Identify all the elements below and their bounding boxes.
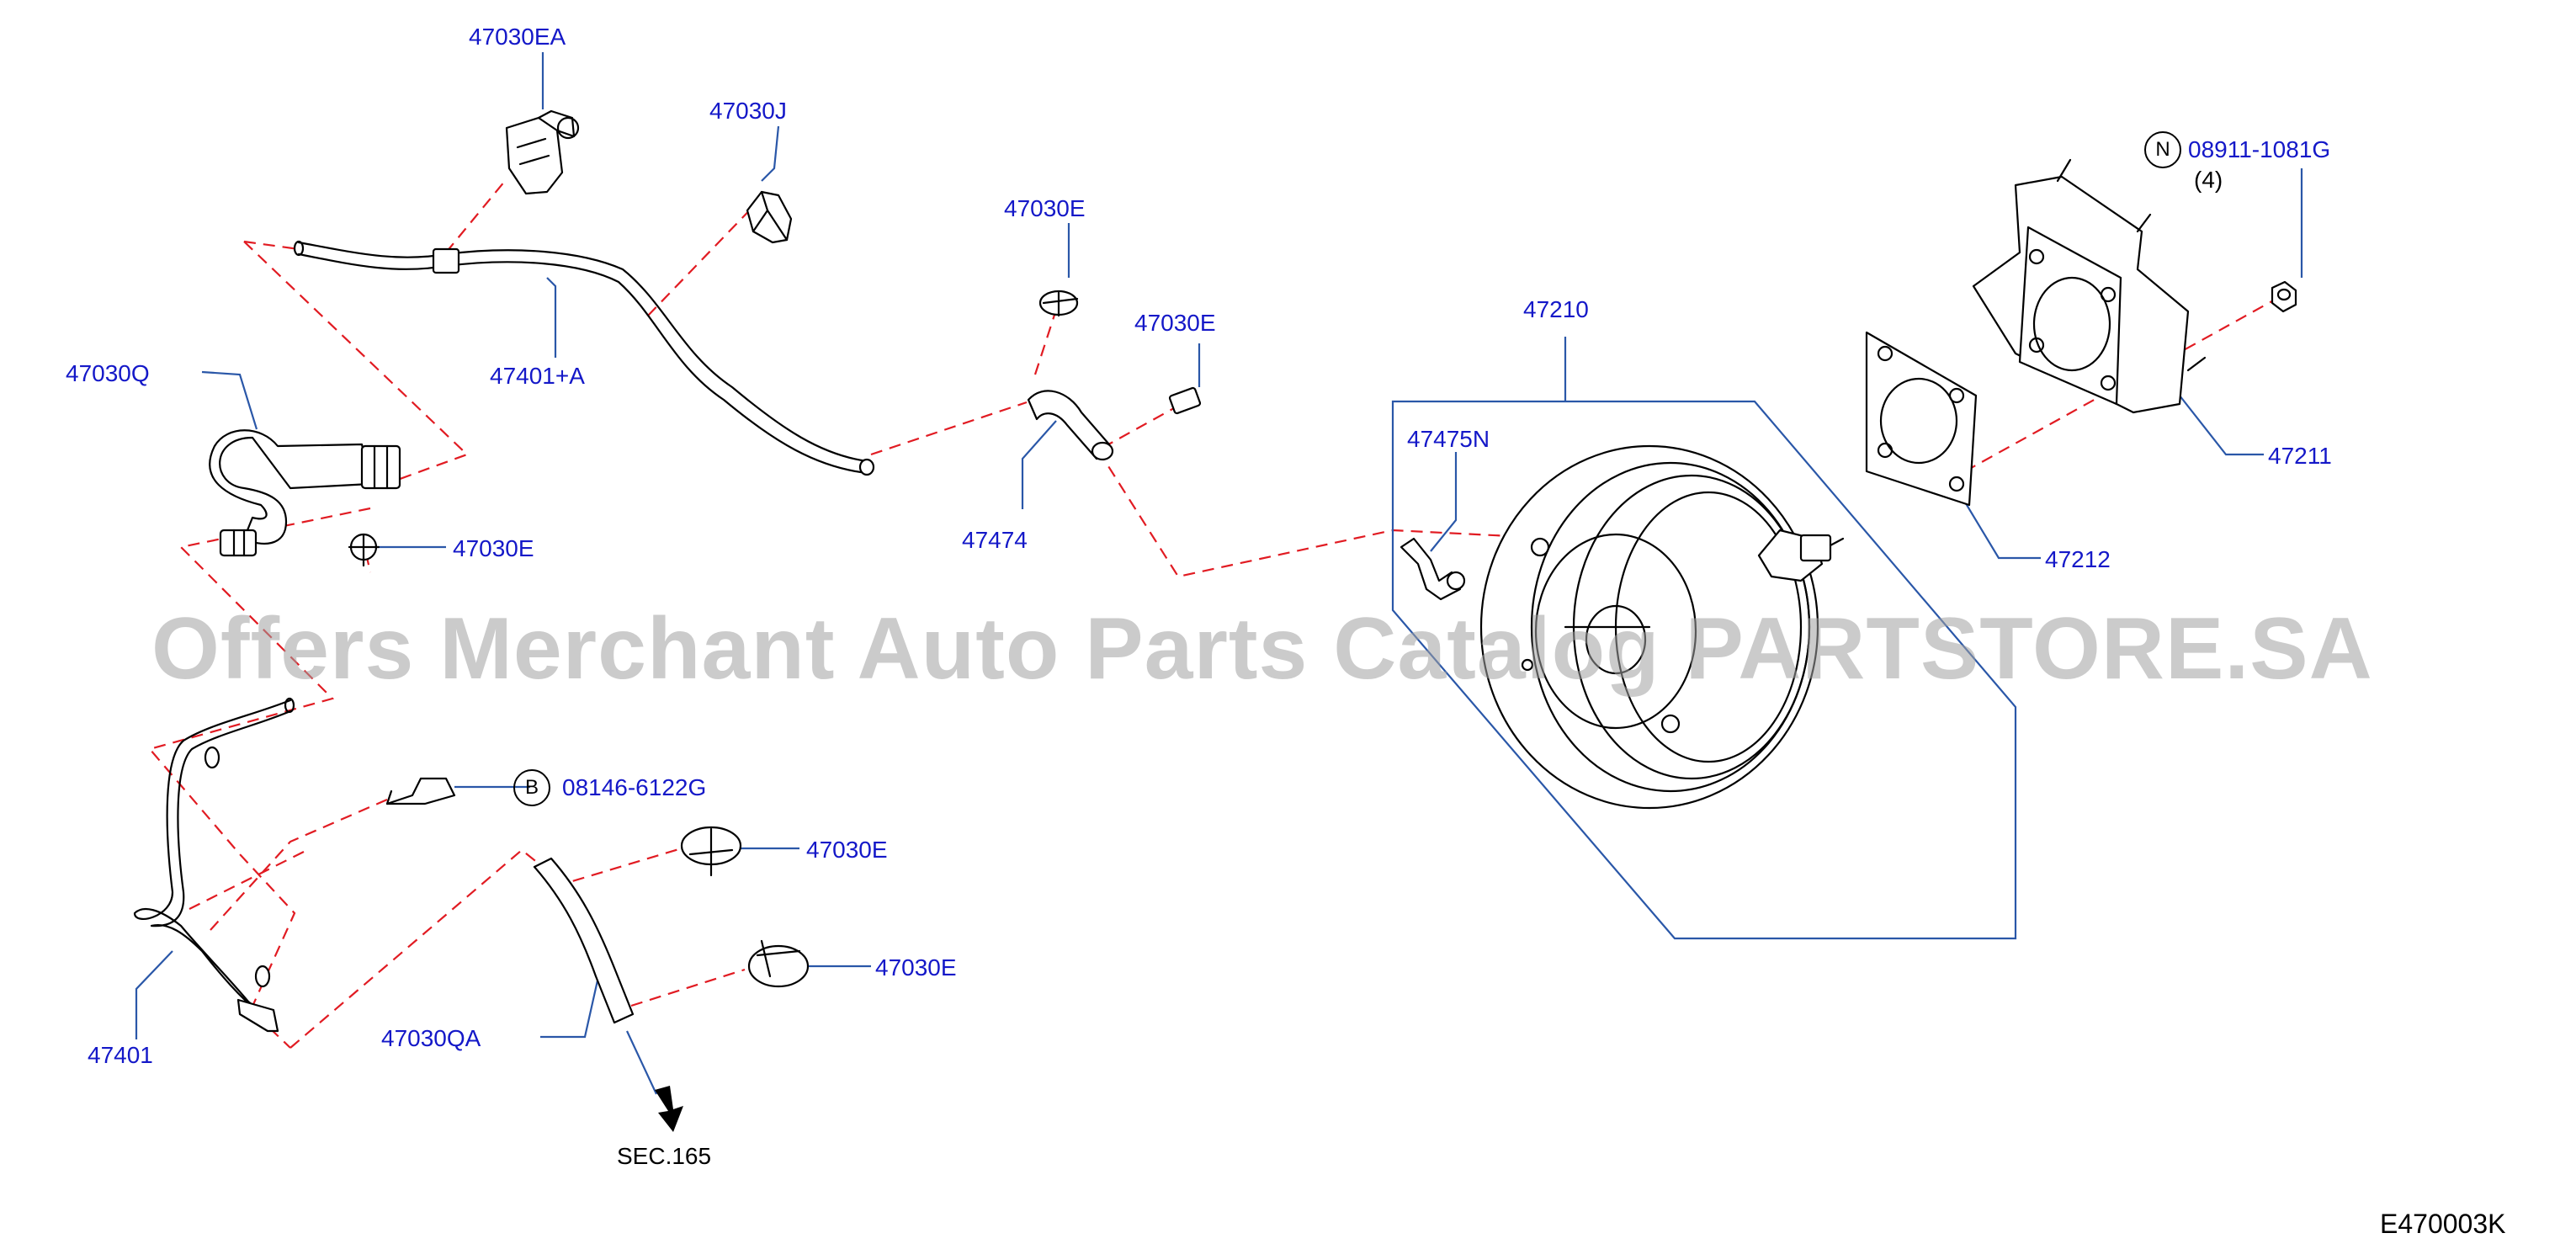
arrow-sec165 [655,1086,683,1132]
gasket-47212 [1865,331,1978,507]
label-47475N[interactable]: 47475N [1407,426,1490,452]
hose-47474 [1027,390,1114,461]
label-47030E-lower-2[interactable]: 47030E [875,954,957,981]
label-47030QA[interactable]: 47030QA [381,1025,481,1051]
label-47030J[interactable]: 47030J [709,98,787,124]
brake-booster-47210 [1479,444,1845,810]
nut-callout-mark: N [2144,131,2181,168]
tube-47401 [133,697,295,1033]
label-47030E-right[interactable]: 47030E [1134,310,1216,336]
hose-47030QA [533,857,635,1024]
fitting-47030E-right [1168,386,1202,415]
label-08146[interactable]: 08146-6122G [562,774,707,800]
clip-47030E-lower-2 [747,939,810,988]
clip-47030E-lower-q [348,533,380,567]
connector-47030EA [505,109,580,195]
label-47030E-lower-1[interactable]: 47030E [806,837,888,863]
clip-47030J [746,190,793,244]
label-47401[interactable]: 47401 [88,1042,153,1068]
hose-47401A [293,240,875,476]
label-47211[interactable]: 47211 [2268,443,2332,469]
label-08911[interactable]: 08911-1081G [2188,136,2331,162]
label-47030EA[interactable]: 47030EA [469,24,566,50]
clip-47030E-lower-1 [680,826,742,877]
bolt-callout-mark: B [513,769,550,806]
leader-lines [135,52,2303,1095]
check-valve-47475N [1400,537,1466,601]
clip-47030E-top [1038,290,1079,317]
diagram-code: E470003K [2380,1209,2506,1239]
nut-08911 [2271,280,2297,313]
label-47030E-top[interactable]: 47030E [1004,195,1086,221]
bracket-47211 [1972,158,2207,414]
bolt-08146 [385,777,456,805]
label-08911-quantity: (4) [2194,167,2223,193]
label-47212[interactable]: 47212 [2045,546,2111,572]
label-47401A[interactable]: 47401+A [490,363,585,389]
label-47030Q[interactable]: 47030Q [66,360,150,386]
label-47210[interactable]: 47210 [1523,296,1589,322]
label-47030E-clip-q[interactable]: 47030E [453,535,534,561]
label-47474[interactable]: 47474 [962,527,1028,553]
label-sec165[interactable]: SEC.165 [617,1143,712,1169]
hose-47030Q [209,429,401,557]
